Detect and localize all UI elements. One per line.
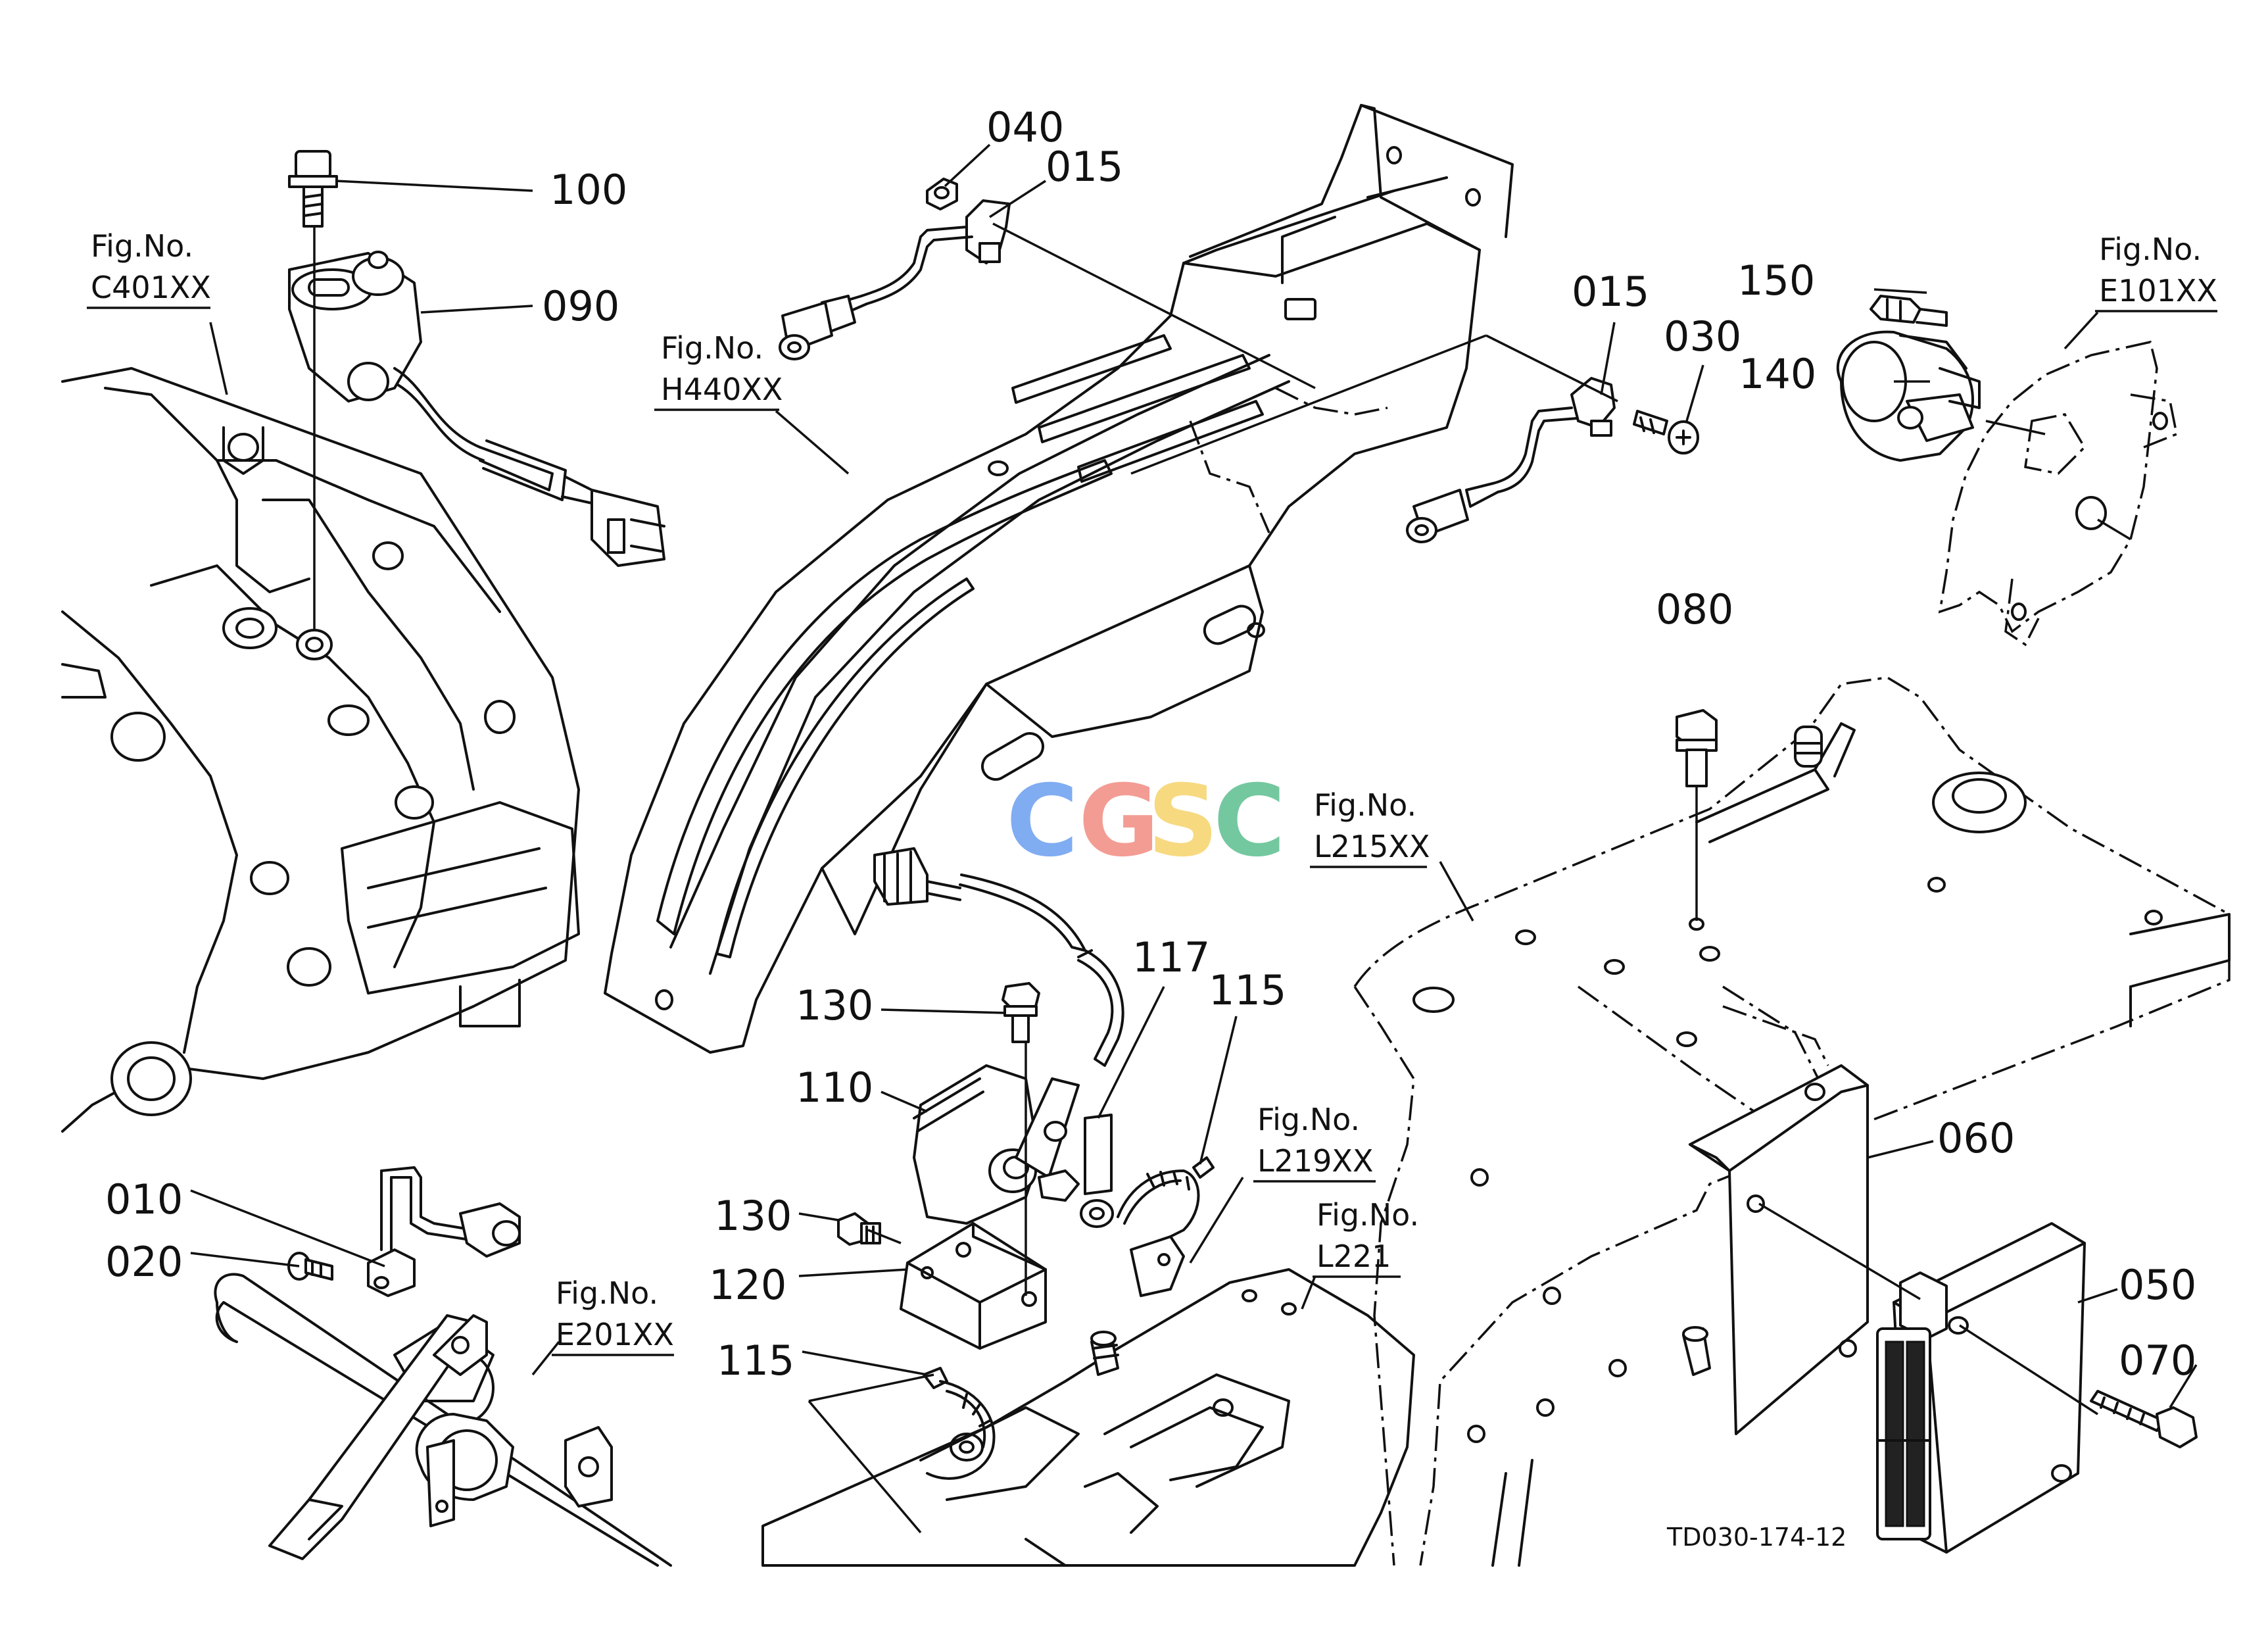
- label-030: 030: [1664, 312, 1741, 360]
- label-010: 010: [105, 1175, 183, 1223]
- bracket-120: [900, 1222, 1047, 1350]
- fig-label-l215: Fig.No.: [1314, 787, 1416, 823]
- bolt-130-lower: [837, 1212, 881, 1246]
- label-040: 040: [986, 103, 1064, 151]
- floor-panel-l221: [761, 1268, 1415, 1567]
- switch-010: [367, 1166, 521, 1297]
- fig-ref-e201: E201XX: [556, 1317, 674, 1352]
- label-117: 117: [1132, 933, 1210, 981]
- fig-label-c401: Fig.No.: [91, 228, 193, 264]
- label-130-lower: 130: [714, 1192, 792, 1240]
- bolt-100: [288, 150, 338, 228]
- label-080: 080: [1656, 585, 1733, 633]
- label-090: 090: [542, 282, 619, 330]
- dashed-bracket-e101: [1938, 340, 2179, 647]
- label-015-right: 015: [1572, 268, 1649, 316]
- bracket-060: [1689, 1005, 1869, 1435]
- label-100: 100: [550, 166, 627, 214]
- transmission-housing: [61, 367, 580, 1133]
- fig-label-e101: Fig.No.: [2099, 232, 2202, 267]
- label-060: 060: [1937, 1114, 2015, 1162]
- fig-label-l221: Fig.No.: [1316, 1197, 1419, 1233]
- label-120: 120: [709, 1261, 786, 1309]
- label-110: 110: [796, 1064, 873, 1112]
- harness-110: [873, 847, 1124, 1067]
- label-130-upper: 130: [796, 981, 873, 1029]
- part-number-labels: 100 090 040 015 015 030 150 140 080 060 …: [105, 103, 2196, 1385]
- watermark-letter-1: C: [1006, 764, 1078, 879]
- link-117: [1038, 1114, 1114, 1228]
- label-015-top: 015: [1046, 143, 1123, 191]
- fender: [604, 104, 1514, 1054]
- label-050: 050: [2119, 1261, 2196, 1309]
- fig-label-h440: Fig.No.: [661, 330, 763, 366]
- label-140: 140: [1739, 350, 1816, 398]
- watermark-letter-4: C: [1213, 764, 1286, 879]
- cable-tie-115-upper: [1117, 1156, 1215, 1297]
- figure-reference-labels: Fig.No. C401XX Fig.No. H440XX Fig.No. E1…: [87, 228, 2217, 1356]
- leader-lines: [190, 143, 2198, 1408]
- fig-ref-e101: E101XX: [2099, 273, 2217, 308]
- label-070: 070: [2119, 1337, 2196, 1385]
- switch-015-right: [1406, 377, 1699, 543]
- fig-ref-l219: L219XX: [1257, 1143, 1373, 1179]
- label-020: 020: [105, 1238, 183, 1286]
- bolt-070: [2090, 1390, 2198, 1448]
- cable-tie-115-lower: [923, 1367, 996, 1480]
- fig-label-e201: Fig.No.: [556, 1275, 658, 1311]
- label-115-upper: 115: [1209, 966, 1286, 1014]
- fig-ref-c401: C401XX: [91, 270, 211, 305]
- bolt-130-upper: [1001, 982, 1040, 1043]
- fig-ref-l215: L215XX: [1314, 829, 1430, 864]
- sensor-140: [1836, 295, 1981, 462]
- floor-plate: [1353, 676, 2231, 1567]
- label-150: 150: [1737, 257, 1815, 305]
- drawing-code: TD030-174-12: [1666, 1523, 1846, 1552]
- fig-ref-h440: H440XX: [661, 372, 783, 407]
- watermark-letter-2: G: [1078, 764, 1159, 879]
- label-115-lower: 115: [717, 1337, 794, 1385]
- watermark-letter-3: S: [1147, 764, 1218, 879]
- switch-015-top: [779, 178, 1011, 360]
- sensor-090: [288, 251, 665, 567]
- controller-050: [1876, 1222, 2086, 1554]
- fig-label-l219: Fig.No.: [1257, 1102, 1360, 1137]
- bolt-080: [1676, 709, 1718, 787]
- fig-ref-l221: L221: [1316, 1239, 1391, 1274]
- shaft-assembly: [214, 1273, 672, 1567]
- actuator-110: [913, 1064, 1080, 1225]
- cgsc-watermark: C G S C: [1006, 764, 1286, 879]
